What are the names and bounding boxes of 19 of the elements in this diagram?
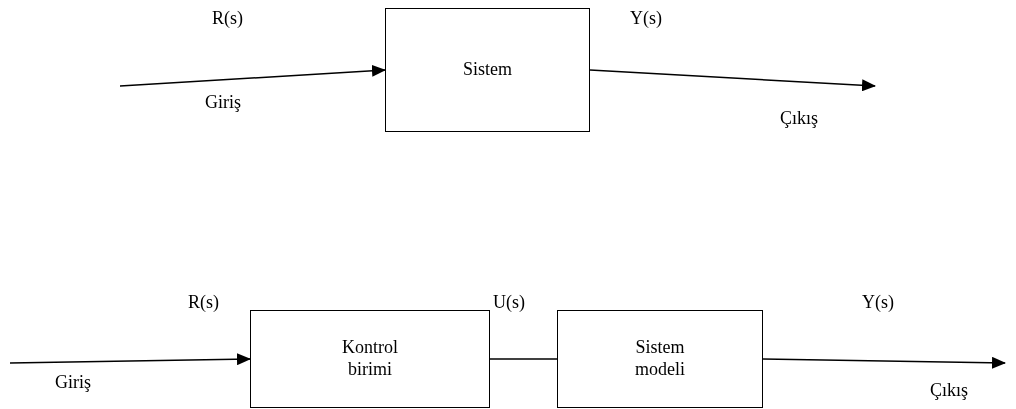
box-label: Kontrol birimi: [341, 337, 399, 381]
box-label: Sistem: [463, 59, 512, 81]
arrow: [9, 353, 251, 366]
signal-label: Çıkış: [780, 108, 818, 129]
signal-label: R(s): [212, 8, 243, 29]
arrow: [589, 69, 876, 92]
process-box: [250, 310, 490, 408]
signal-label: Giriş: [205, 92, 241, 113]
signal-label: Y(s): [862, 292, 894, 313]
signal-label: Çıkış: [930, 380, 968, 401]
arrow: [119, 64, 386, 87]
signal-label: U(s): [493, 292, 525, 313]
process-box: [557, 310, 763, 408]
signal-label: Y(s): [630, 8, 662, 29]
signal-label: Giriş: [55, 372, 91, 393]
box-label: Sistem modeli: [634, 337, 686, 381]
signal-label: R(s): [188, 292, 219, 313]
process-box: [385, 8, 590, 132]
arrow: [762, 356, 1006, 369]
